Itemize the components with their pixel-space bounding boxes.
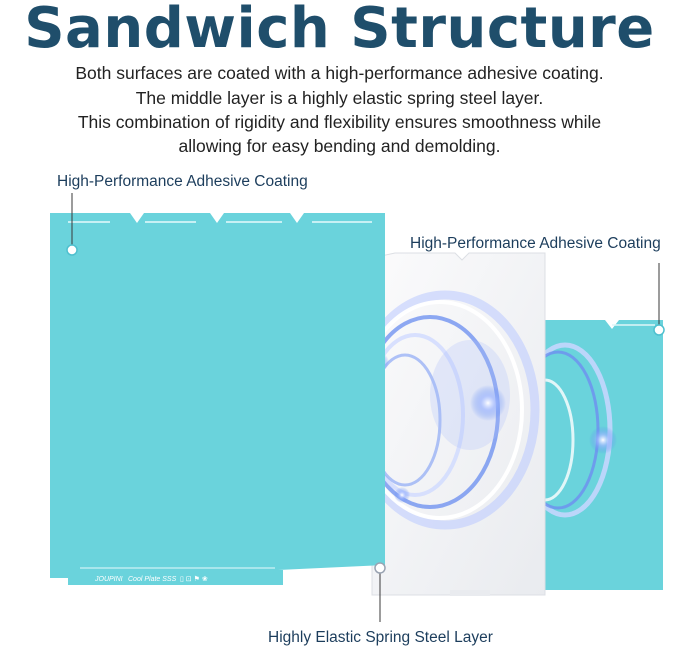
plate-brand: JOUPINI xyxy=(94,576,123,583)
spring-steel-sheet xyxy=(350,252,546,596)
description-line-4: allowing for easy bending and demolding. xyxy=(178,136,501,156)
description-line-3: This combination of rigidity and flexibi… xyxy=(77,112,602,132)
callout-dot-steel xyxy=(374,562,386,574)
label-steel-layer: Highly Elastic Spring Steel Layer xyxy=(268,629,493,646)
front-coating-sheet: JOUPINI Cool Plate SSS ▯ ⊡ ⚑ ❀ xyxy=(50,213,385,585)
plate-model: Cool Plate SSS xyxy=(128,576,177,583)
description-line-2: The middle layer is a highly elastic spr… xyxy=(135,88,544,108)
label-front-coating: High-Performance Adhesive Coating xyxy=(57,173,308,190)
label-back-coating: High-Performance Adhesive Coating xyxy=(410,235,661,252)
description-line-1: Both surfaces are coated with a high-per… xyxy=(75,63,604,83)
callout-dot-front xyxy=(66,244,78,256)
page-title: Sandwich Structure xyxy=(24,0,655,61)
svg-text:▯ ⊡ ⚑ ❀: ▯ ⊡ ⚑ ❀ xyxy=(180,575,208,583)
callout-dot-back xyxy=(653,324,665,336)
